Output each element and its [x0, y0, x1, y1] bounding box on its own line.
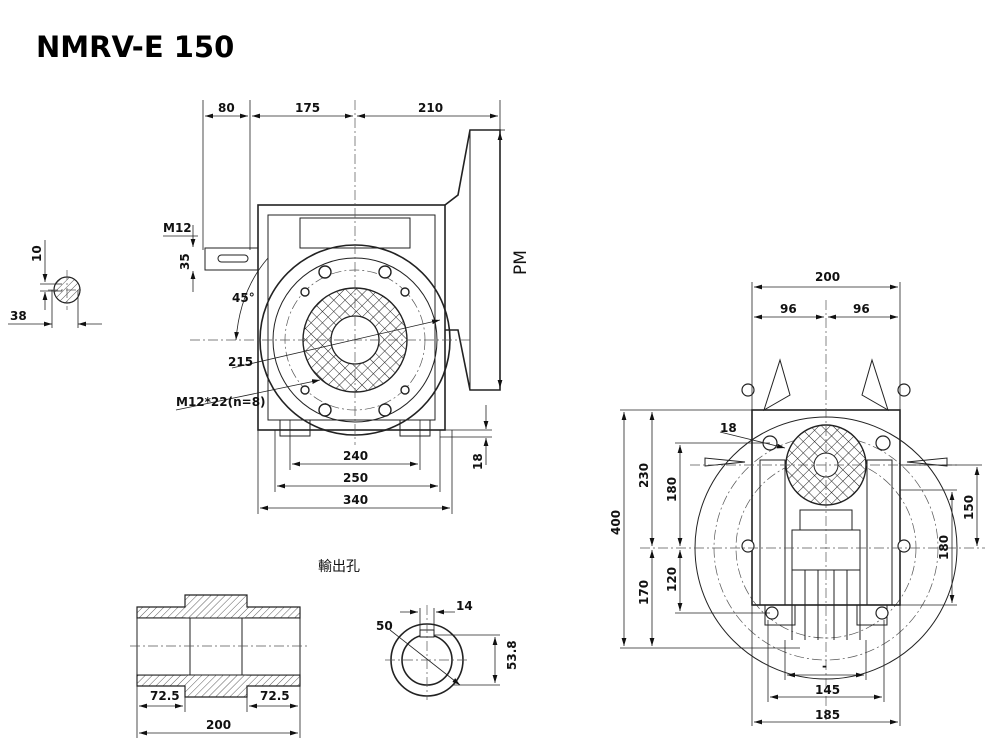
dim-185: 185: [815, 708, 840, 722]
dim-left-72-5: 72.5: [150, 689, 180, 703]
key-width-label: 10: [30, 245, 44, 262]
depth-53-8: 53.8: [505, 640, 519, 670]
dim-340: 340: [343, 493, 368, 507]
motor-flange: [444, 129, 501, 391]
dim-right-72-5: 72.5: [260, 689, 290, 703]
key-height-label: 38: [10, 309, 27, 323]
dim-dash: -: [822, 659, 827, 673]
hole-section: 14 50 53.8: [376, 599, 519, 700]
input-shaft: [204, 247, 259, 271]
dim-80: 80: [218, 101, 235, 115]
dim-200-side: 200: [815, 270, 840, 284]
dim-180-right: 180: [937, 535, 951, 560]
dim-230: 230: [637, 463, 651, 488]
dim-400: 400: [609, 510, 623, 535]
gearbox-body: [257, 204, 446, 431]
dim-210: 210: [418, 101, 443, 115]
dim-96-left: 96: [780, 302, 797, 316]
bolt-spec-label: M12*22(n=8): [176, 395, 266, 409]
dim-18: 18: [471, 453, 485, 470]
pcd-label: 215: [228, 355, 253, 369]
dim-150: 150: [962, 495, 976, 520]
motor-label: PM: [511, 250, 531, 275]
thread-label: M12: [163, 221, 192, 235]
angle-label: 45°: [232, 291, 255, 305]
hole-18-label: 18: [720, 421, 737, 435]
front-view: 80 175 210 PM M12 35 45° 215 M12*22(n=8)…: [163, 100, 531, 514]
output-hole-label: 輸出孔: [318, 559, 360, 575]
dim-35: 35: [178, 253, 192, 270]
hollow-shaft-section: 72.5 72.5 200: [130, 594, 310, 738]
drawing-title: NMRV-E 150: [36, 30, 235, 64]
dim-120: 120: [665, 567, 679, 592]
key-width-14: 14: [456, 599, 473, 613]
dim-250: 250: [343, 471, 368, 485]
side-view: 200 96 96 18 400 230 170 180 120 150 180: [609, 270, 985, 726]
key-section: 10 38: [8, 240, 102, 328]
dim-180-left: 180: [665, 477, 679, 502]
dim-200-shaft: 200: [206, 718, 231, 732]
bolt-holes: [300, 265, 410, 417]
dim-240: 240: [343, 449, 368, 463]
dim-170: 170: [637, 580, 651, 605]
dim-145: 145: [815, 683, 840, 697]
dim-96-right: 96: [853, 302, 870, 316]
dim-175: 175: [295, 101, 320, 115]
diameter-50: 50: [376, 619, 393, 633]
